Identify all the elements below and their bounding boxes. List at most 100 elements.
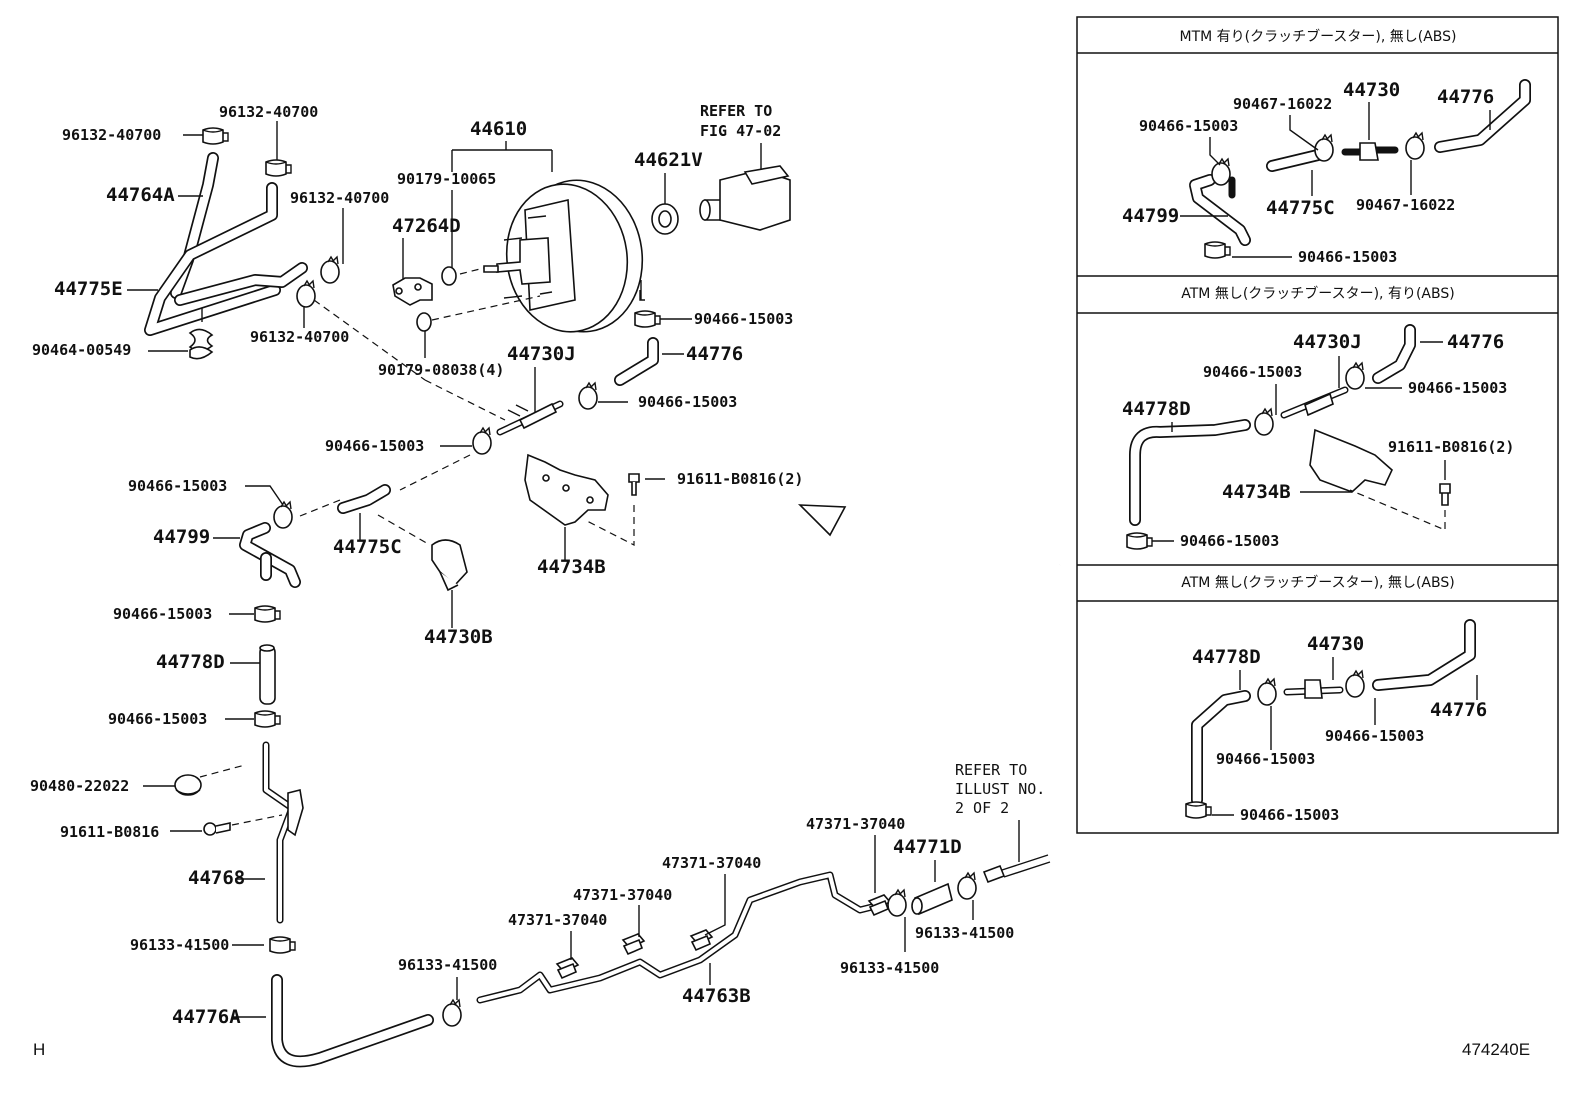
clamp-icon: [254, 710, 281, 728]
part-label: 96132-40700: [62, 126, 161, 144]
part-label: 44764A: [106, 184, 175, 206]
part-label: 47371-37040: [508, 911, 607, 929]
pipe-44763b-icon: [476, 871, 884, 1004]
part-label: 90466-15003: [1240, 806, 1339, 824]
part-label: 90466-15003: [1139, 117, 1238, 135]
variant-header: ATM 無し(クラッチブースター), 有り(ABS): [1181, 285, 1454, 302]
part-label: 91611-B0816: [60, 823, 159, 841]
part-label: 44776: [1430, 699, 1487, 721]
hose-44776-icon: [614, 337, 659, 386]
part-label: 96133-41500: [398, 956, 497, 974]
part-label: 44734B: [537, 556, 606, 578]
clamp-icon: [887, 889, 907, 917]
variant-2-parts: [1126, 324, 1451, 550]
part-label: 47371-37040: [573, 886, 672, 904]
part-label: 90179-10065: [397, 170, 496, 188]
bolt-icon: [628, 473, 640, 496]
part-label: 44775C: [1266, 197, 1335, 219]
part-label: 90466-15003: [113, 605, 212, 623]
hose-44799-icon: [239, 522, 301, 588]
part-label: 47371-37040: [662, 854, 761, 872]
part-label: 96132-40700: [250, 328, 349, 346]
hose-44771d-icon: [911, 882, 953, 916]
part-label: 96133-41500: [840, 959, 939, 977]
part-label: 90480-22022: [30, 777, 129, 795]
refer-note: FIG 47-02: [700, 122, 781, 140]
part-label: 90466-15003: [1325, 727, 1424, 745]
clamp-icon: [269, 936, 296, 954]
clamp-icon: [634, 310, 661, 328]
part-label: 90466-15003: [1216, 750, 1315, 768]
part-label: 90466-15003: [108, 710, 207, 728]
refer-note: REFER TO: [700, 102, 772, 120]
brake-booster-icon: [483, 179, 644, 333]
hose-44776a-icon: [271, 974, 434, 1068]
part-label: 90466-15003: [128, 477, 227, 495]
part-label: 44778D: [1192, 646, 1261, 668]
part-label: 44775E: [54, 278, 123, 300]
part-label: 44730J: [507, 343, 576, 365]
part-label: 44776: [1447, 331, 1504, 353]
part-label: 90466-15003: [1298, 248, 1397, 266]
bracket-44734b-icon: [524, 453, 609, 526]
part-label: 96133-41500: [915, 924, 1014, 942]
clip-icon: [556, 957, 579, 979]
clamp-icon: [296, 280, 316, 308]
part-label: 90179-08038(4): [378, 361, 504, 379]
grommet-icon: [174, 774, 202, 796]
hose-44775c-icon: [337, 484, 391, 514]
part-label: 91611-B0816(2): [1388, 438, 1514, 456]
bracket-icon: [392, 277, 433, 306]
part-label: 96133-41500: [130, 936, 229, 954]
variant-header: MTM 有り(クラッチブースター), 無し(ABS): [1179, 28, 1456, 45]
part-label: 96132-40700: [290, 189, 389, 207]
pipe-44768-icon: [262, 741, 304, 924]
part-label: 44768: [188, 867, 245, 889]
variant-header: ATM 無し(クラッチブースター), 無し(ABS): [1181, 574, 1454, 591]
connector-pipe-icon: [982, 854, 1051, 884]
hose-assembly-upper-left: [144, 152, 308, 336]
bolt-icon: [203, 822, 231, 836]
part-label: 90466-15003: [1408, 379, 1507, 397]
part-label: 44799: [1122, 205, 1179, 227]
hose-44778d-icon: [259, 644, 276, 705]
clamp-44730b-icon: [431, 539, 468, 592]
part-label: 44775C: [333, 536, 402, 558]
corner-mark: H: [33, 1040, 45, 1059]
part-label: 96132-40700: [219, 103, 318, 121]
part-label: 90466-15003: [325, 437, 424, 455]
part-label: 44778D: [156, 651, 225, 673]
nut-icon: [441, 266, 457, 286]
refer-note: REFER TO: [955, 761, 1027, 779]
part-label: 44730: [1307, 633, 1364, 655]
part-label: 44776A: [172, 1006, 241, 1028]
clamp-icon: [320, 256, 340, 284]
part-label: 44776: [1437, 86, 1494, 108]
part-label: 90466-15003: [1203, 363, 1302, 381]
part-label: 91611-B0816(2): [677, 470, 803, 488]
part-label: 90467-16022: [1356, 196, 1455, 214]
variant-pointer-arrow: [797, 504, 1061, 570]
refer-note: 2 OF 2: [955, 799, 1009, 817]
part-label: 44610: [470, 118, 527, 140]
clip-icon: [868, 894, 891, 916]
part-label: 47264D: [392, 215, 461, 237]
variant-3-parts: [1185, 619, 1476, 819]
check-valve-icon: [496, 400, 564, 436]
part-label: 44621V: [634, 149, 703, 171]
clamp-icon: [202, 127, 229, 145]
part-label: 44776: [686, 343, 743, 365]
variants-panel: MTM 有り(クラッチブースター), 無し(ABS) 44730 44776 9…: [1076, 16, 1559, 834]
part-label: 90467-16022: [1233, 95, 1332, 113]
variant-1-parts: [1189, 79, 1531, 259]
figure-id: 474240E: [1462, 1040, 1530, 1059]
clamp-icon: [265, 159, 292, 177]
clamp-icon: [472, 427, 492, 455]
part-label: 44730: [1343, 79, 1400, 101]
nut-icon: [416, 312, 432, 332]
part-label: 44763B: [682, 985, 751, 1007]
part-label: 90464-00549: [32, 341, 131, 359]
master-cylinder-icon: [699, 165, 791, 231]
clamp-icon: [957, 872, 977, 900]
